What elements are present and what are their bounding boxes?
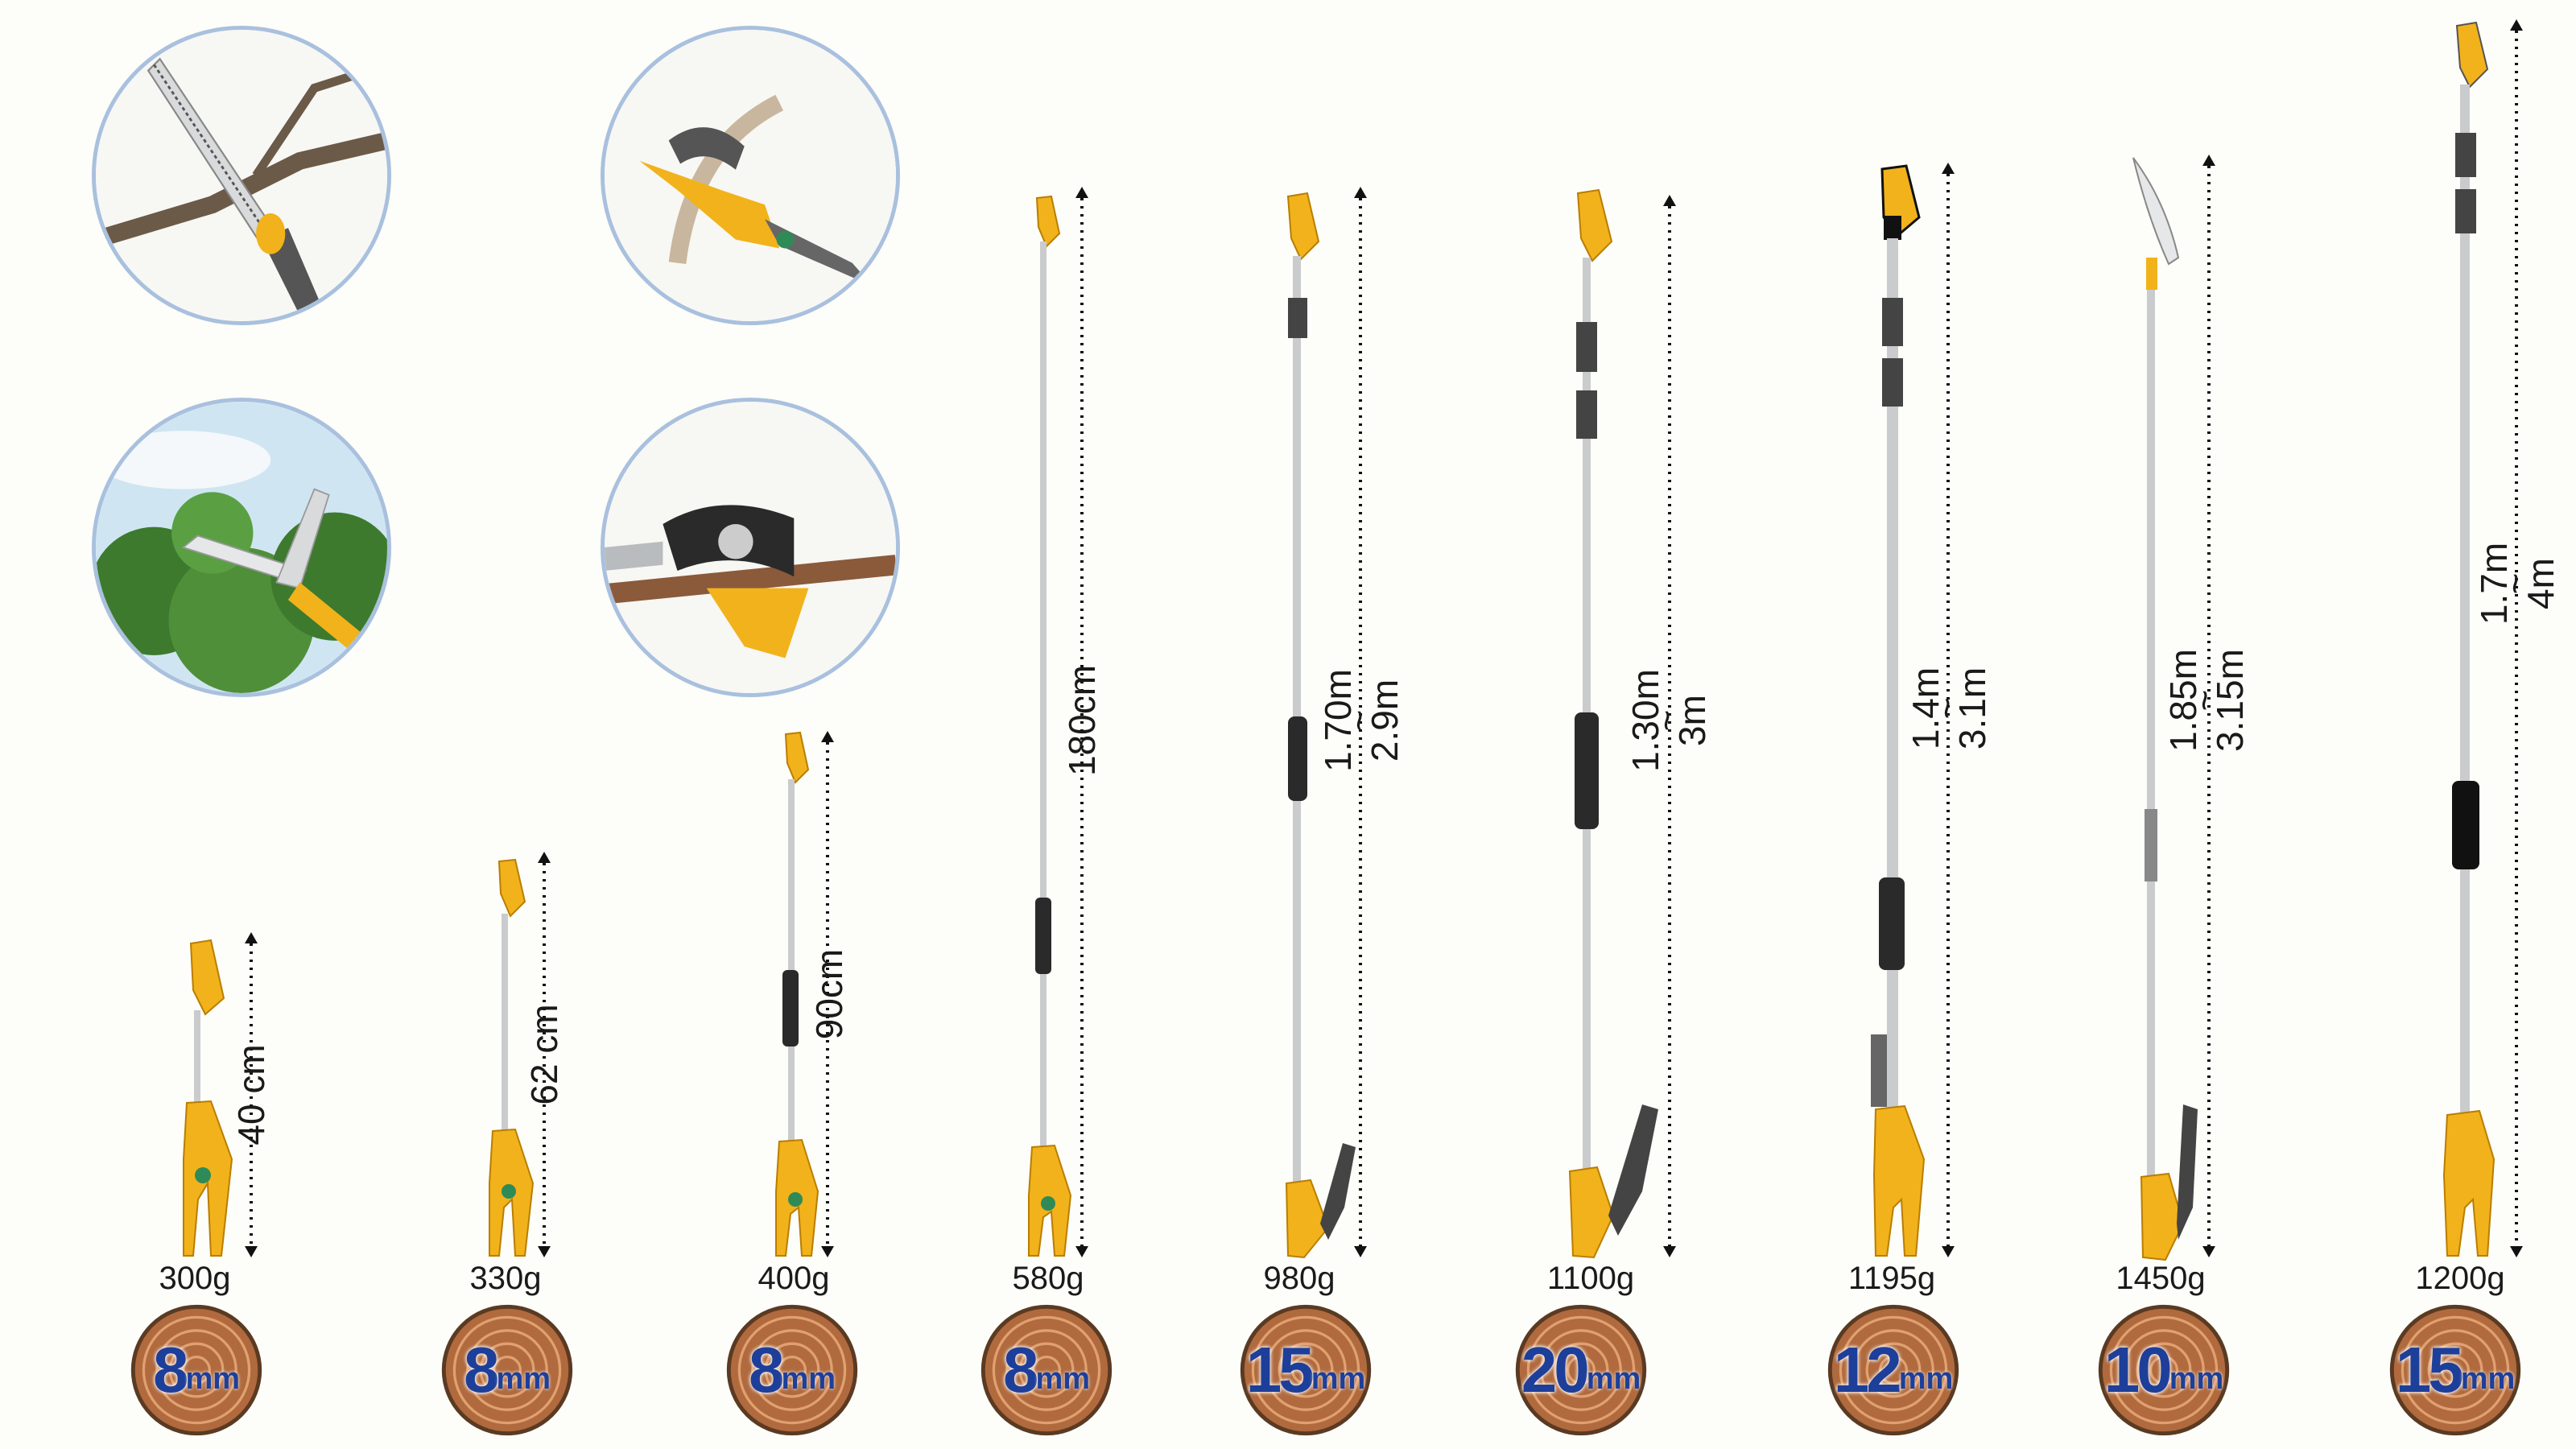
detail-saw-image [92,26,391,325]
detail-hedge-shear-image [92,398,391,697]
capacity-value: 8 [152,1334,188,1406]
weight-label: 1200g [2415,1261,2505,1296]
capacity-value: 8 [463,1334,499,1406]
weight-label: 980g [1263,1261,1335,1296]
weight-label: 1450g [2116,1261,2206,1296]
weight-label: 300g [159,1261,231,1296]
capacity-value: 8 [1002,1334,1038,1406]
capacity-unit: mm [2169,1361,2224,1396]
length-max-label: 4m [2520,558,2562,609]
capacity-unit: mm [1311,1361,1366,1396]
capacity-unit: mm [781,1361,836,1396]
capacity-unit: mm [1035,1361,1091,1396]
capacity-value: 15 [2395,1334,2464,1406]
capacity-unit: mm [185,1361,241,1396]
weight-label: 1100g [1546,1261,1635,1296]
capacity-unit: mm [496,1361,551,1396]
capacity-value: 15 [1245,1334,1315,1406]
capacity-value: 20 [1521,1334,1590,1406]
capacity-unit: mm [1586,1361,1641,1396]
detail-anvil-head-image [601,26,900,325]
capacity-unit: mm [2460,1361,2516,1396]
capacity-value: 10 [2103,1334,2173,1406]
capacity-value: 12 [1833,1334,1902,1406]
weight-label: 400g [758,1261,830,1296]
capacity-unit: mm [1898,1361,1954,1396]
detail-bypass-head-image [601,398,900,697]
weight-label: 330g [469,1261,542,1296]
capacity-value: 8 [748,1334,784,1406]
weight-label: 580g [1012,1261,1084,1296]
weight-label: 1195g [1847,1261,1936,1296]
